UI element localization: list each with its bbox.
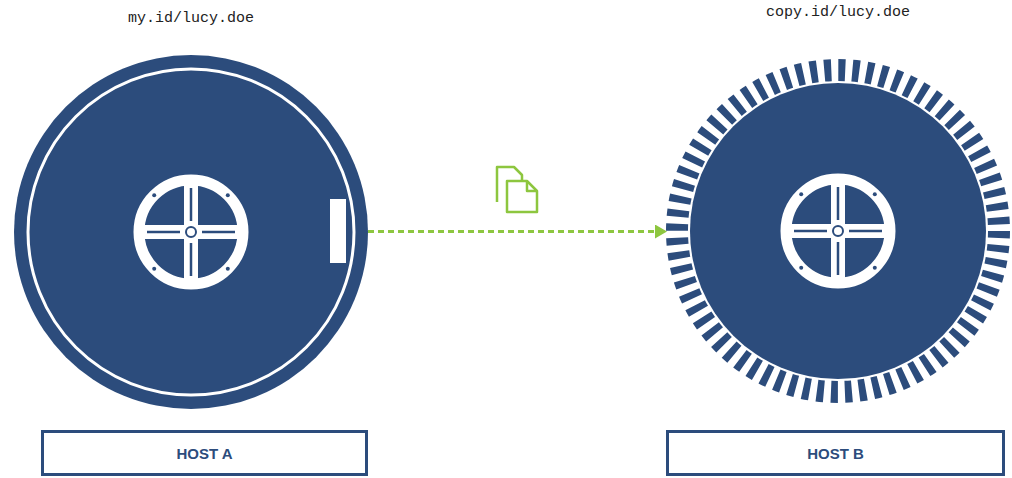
vault-handle bbox=[139, 180, 243, 284]
copy-arrow bbox=[368, 230, 666, 233]
host-address: my.id/lucy.doe bbox=[14, 10, 368, 28]
vault-handle bbox=[786, 179, 890, 283]
host-label: HOST A bbox=[176, 445, 232, 462]
host-box: HOST B bbox=[666, 430, 1005, 476]
vault-dial bbox=[666, 59, 1010, 403]
vault-door bbox=[14, 55, 368, 409]
vault-node: copy.id/lucy.doe bbox=[666, 59, 1010, 403]
document-fold bbox=[527, 181, 537, 191]
vault-node: my.id/lucy.doe bbox=[14, 55, 368, 409]
host-label: HOST B bbox=[807, 445, 864, 462]
document-front bbox=[507, 181, 537, 212]
host-address: copy.id/lucy.doe bbox=[666, 4, 1010, 22]
host-box: HOST A bbox=[41, 430, 368, 476]
